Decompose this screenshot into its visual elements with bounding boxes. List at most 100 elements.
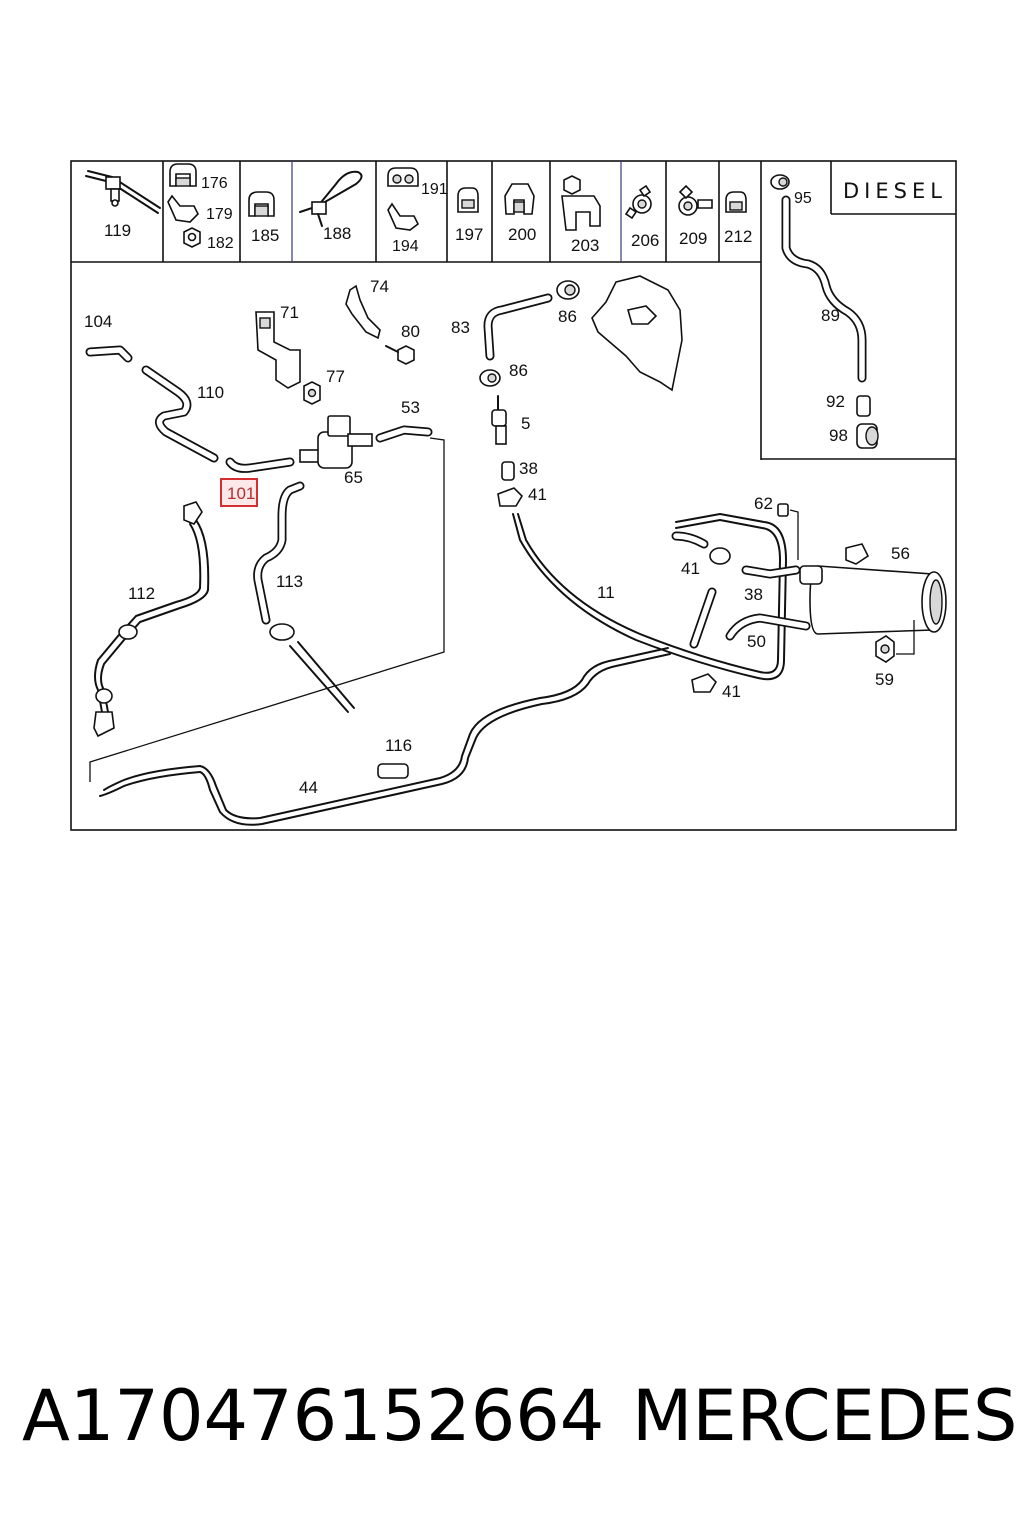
part-11-line (512, 513, 787, 681)
label-83: 83 (451, 318, 470, 337)
label-53: 53 (401, 398, 420, 417)
label-203: 203 (571, 236, 599, 255)
part-80-bolt (385, 345, 415, 365)
part-212-clip-icon (725, 191, 747, 213)
highlight-box-101 (220, 478, 258, 507)
diesel-label: DIESEL (843, 179, 947, 203)
part-206-hose-clip-icon (624, 184, 652, 220)
caption-bar: A170476152664 MERCEDES (0, 1375, 1024, 1475)
label-80: 80 (401, 322, 420, 341)
label-104: 104 (84, 312, 112, 331)
part-44-main-line (99, 647, 671, 826)
part-77-nut (303, 381, 321, 405)
part-53-hose (89, 425, 445, 782)
label-62: 62 (754, 494, 773, 513)
reservoir-tank (591, 275, 683, 392)
label-50: 50 (747, 632, 766, 651)
part-194-bracket-icon (387, 202, 420, 231)
label-41-upper: 41 (528, 485, 547, 504)
part-203-holder-icon (561, 175, 601, 231)
part-56-canister (799, 543, 947, 635)
label-194: 194 (392, 238, 419, 255)
label-92: 92 (826, 392, 845, 411)
label-89: 89 (821, 306, 840, 325)
label-206: 206 (631, 231, 659, 250)
part-38-sleeve-upper (501, 461, 515, 481)
part-110-hose (141, 365, 219, 463)
label-11: 11 (597, 583, 615, 602)
label-98: 98 (829, 426, 848, 445)
label-110: 110 (197, 383, 224, 402)
part-71-bracket (255, 311, 301, 389)
part-number: A170476152664 (22, 1375, 605, 1457)
part-116-sleeve (377, 763, 409, 779)
part-119-cable-tie-icon (85, 170, 161, 214)
label-179: 179 (206, 206, 233, 223)
part-182-nut-icon (183, 227, 201, 248)
part-95-clamp-icon (770, 174, 790, 190)
part-104-hose-elbow (85, 345, 133, 363)
label-101-highlighted: 101 (227, 484, 255, 503)
diagram-frame (70, 160, 957, 831)
label-197: 197 (455, 225, 483, 244)
label-65: 65 (344, 468, 363, 487)
part-41-clip-lower (691, 673, 718, 693)
part-101-hose (225, 457, 295, 473)
label-56: 56 (891, 544, 910, 563)
label-44: 44 (299, 778, 318, 797)
part-179-bracket-icon (167, 194, 199, 223)
label-95: 95 (794, 190, 812, 207)
label-41-lower: 41 (722, 682, 741, 701)
part-113-hose (253, 481, 355, 713)
label-41-middle: 41 (681, 559, 700, 578)
label-38-lower: 38 (744, 585, 763, 604)
part-200-clip-icon (504, 183, 535, 215)
part-112-hose (93, 501, 210, 738)
part-197-clip-icon (457, 187, 479, 213)
label-182: 182 (207, 235, 234, 252)
label-38-upper: 38 (519, 459, 538, 478)
label-77: 77 (326, 367, 345, 386)
part-209-hose-clip-icon (678, 184, 713, 216)
label-119: 119 (104, 221, 131, 240)
label-113: 113 (276, 572, 303, 591)
label-112: 112 (128, 584, 155, 603)
part-185-clip-icon (248, 191, 275, 217)
part-86-clamp-lower (479, 369, 501, 387)
label-74: 74 (370, 277, 389, 296)
part-176-clip-icon (169, 163, 197, 187)
part-98-clamp (856, 423, 879, 449)
part-89-hose (781, 195, 867, 383)
label-200: 200 (508, 225, 536, 244)
part-188-strap-icon (299, 170, 363, 227)
label-86-lower: 86 (509, 361, 528, 380)
part-65-valve (299, 415, 373, 469)
label-5: 5 (521, 414, 530, 433)
label-176: 176 (201, 175, 228, 192)
part-41-clip-upper (497, 487, 524, 507)
part-191-double-clip-icon (387, 167, 419, 187)
part-74-bracket (345, 284, 381, 340)
part-5-check-valve (491, 395, 507, 445)
part-59-nut (875, 620, 915, 663)
part-92-sleeve (856, 395, 871, 417)
label-86-upper: 86 (558, 307, 577, 326)
label-209: 209 (679, 229, 707, 248)
label-116: 116 (385, 736, 412, 755)
label-71: 71 (280, 303, 299, 322)
part-83-hose (483, 293, 553, 361)
label-191: 191 (421, 181, 448, 198)
part-38-hose-lower (741, 565, 801, 579)
brand-name: MERCEDES (632, 1375, 1018, 1457)
part-50-hose (725, 613, 811, 641)
label-185: 185 (251, 226, 279, 245)
part-86-clamp-upper (556, 280, 580, 300)
label-212: 212 (724, 227, 752, 246)
hose-elbow-right (671, 531, 731, 565)
label-188: 188 (323, 224, 351, 243)
part-62-sleeve (777, 503, 799, 560)
label-59: 59 (875, 670, 894, 689)
header-dividers (162, 161, 762, 460)
hose-short-vertical (689, 587, 717, 649)
